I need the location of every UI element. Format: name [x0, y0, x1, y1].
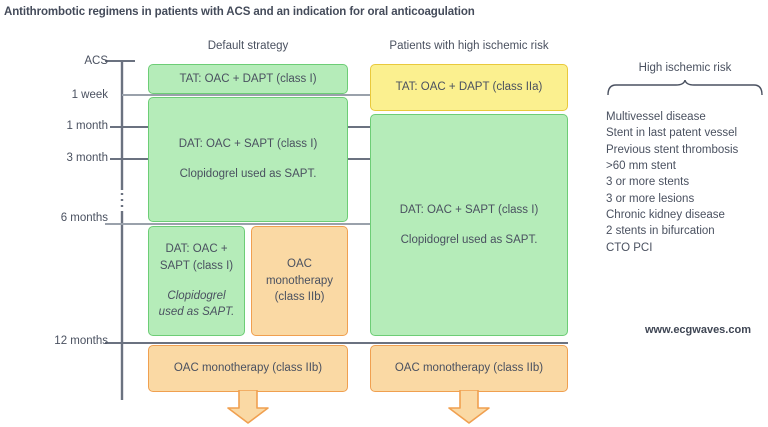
column-header-default-strategy: Default strategy — [207, 40, 289, 52]
box-default-oac-monotherapy-6to12: OAC monotherapy (class IIb) — [251, 226, 348, 336]
box-default-oac-bottom-label: OAC monotherapy (class IIb) — [173, 362, 323, 375]
list-item: Multivessel disease — [606, 111, 706, 123]
axis-label-1-month: 1 month — [66, 120, 108, 132]
box-default-oac-mono-line2: monotherapy — [265, 274, 334, 287]
box-default-dat-6to12-line4: used as SAPT. — [158, 306, 235, 319]
box-highrisk-oac-monotherapy-after12: OAC monotherapy (class IIb) — [370, 345, 568, 392]
list-item: 2 stents in bifurcation — [606, 225, 715, 238]
column-header-high-ischemic-risk: Patients with high ischemic risk — [389, 40, 549, 52]
box-default-dat-6to12-line2: SAPT (class I) — [159, 259, 234, 272]
box-highrisk-tat-label: TAT: OAC + DAPT (class IIa) — [395, 81, 543, 94]
axis-label-1-week: 1 week — [71, 89, 108, 101]
risk-panel-title: High ischemic risk — [638, 62, 732, 74]
list-item: CTO PCI — [606, 241, 653, 254]
axis-label-6-months: 6 months — [60, 212, 108, 224]
box-default-tat: TAT: OAC + DAPT (class I) — [148, 64, 348, 94]
page-title: Antithrombotic regimens in patients with… — [4, 6, 475, 18]
arrow-down-default-icon — [227, 390, 269, 424]
arrow-down-highrisk-icon — [448, 390, 490, 424]
box-highrisk-oac-bottom-label: OAC monotherapy (class IIb) — [394, 362, 544, 375]
high-ischemic-risk-panel: High ischemic risk Multivessel disease S… — [606, 62, 764, 256]
box-default-oac-monotherapy-after12: OAC monotherapy (class IIb) — [148, 345, 348, 392]
watermark: www.ecgwaves.com — [645, 324, 751, 336]
box-default-dat-6to12-line1: DAT: OAC + — [165, 243, 228, 256]
axis-label-12-months: 12 months — [54, 335, 108, 347]
box-default-oac-mono-line3: (class IIb) — [274, 291, 325, 304]
box-highrisk-dat: DAT: OAC + SAPT (class I) Clopidogrel us… — [370, 114, 568, 336]
box-highrisk-tat: TAT: OAC + DAPT (class IIa) — [370, 64, 568, 111]
box-default-dat-line1: DAT: OAC + SAPT (class I) — [178, 138, 318, 151]
box-default-dat-line2: Clopidogrel used as SAPT. — [179, 168, 317, 180]
box-default-dat-6to12-line3: Clopidogrel — [167, 289, 226, 302]
list-item: Stent in last patent vessel — [606, 127, 738, 140]
box-highrisk-dat-line2: Clopidogrel used as SAPT. — [400, 233, 538, 246]
axis-label-3-month: 3 month — [66, 152, 108, 164]
list-item: Chronic kidney disease — [606, 208, 725, 221]
box-default-dat: DAT: OAC + SAPT (class I) Clopidogrel us… — [148, 97, 348, 222]
risk-factor-list: Multivessel disease Stent in last patent… — [606, 109, 764, 256]
box-default-oac-mono-line1: OAC — [287, 257, 312, 270]
list-item: 3 or more lesions — [606, 192, 695, 205]
list-item: Previous stent thrombosis — [606, 143, 739, 156]
list-item: >60 mm stent — [606, 159, 676, 172]
box-default-tat-label: TAT: OAC + DAPT (class I) — [179, 72, 317, 85]
box-highrisk-dat-line1: DAT: OAC + SAPT (class I) — [399, 203, 539, 216]
axis-label-acs: ACS — [84, 55, 108, 67]
list-item: 3 or more stents — [606, 176, 690, 189]
box-default-dat-6to12: DAT: OAC + SAPT (class I) Clopidogrel us… — [148, 226, 245, 336]
curly-brace-icon — [607, 79, 763, 96]
